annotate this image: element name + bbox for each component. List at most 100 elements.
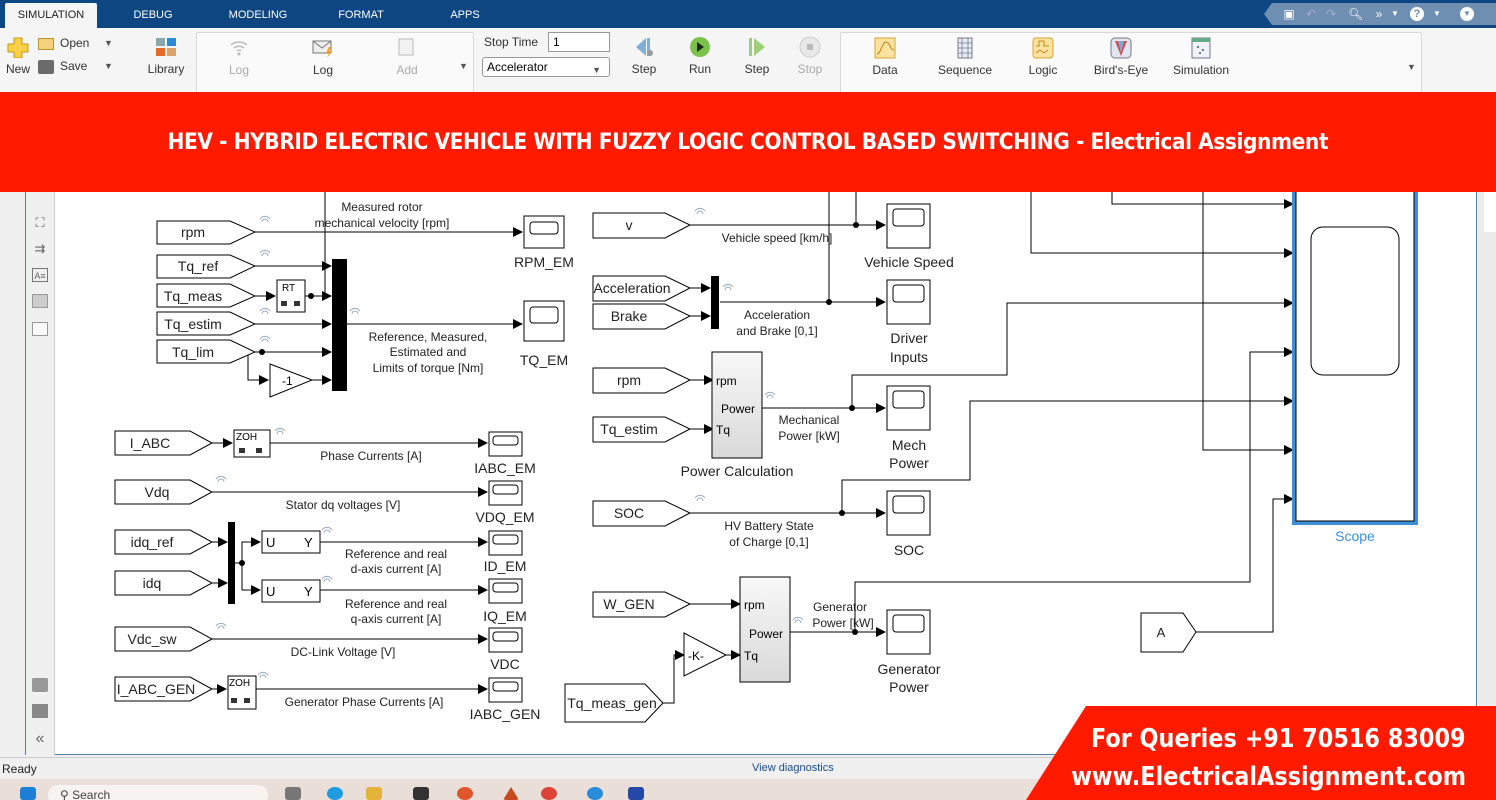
- scope-vdc[interactable]: [488, 627, 523, 653]
- redo-icon[interactable]: ↷: [1325, 7, 1337, 21]
- from-tag-rpm-2[interactable]: [592, 367, 692, 394]
- expand-icon[interactable]: ▼: [1460, 7, 1474, 21]
- add-viewer-button[interactable]: Add: [377, 37, 437, 77]
- scope-rpm-em[interactable]: [523, 215, 565, 249]
- save-icon[interactable]: ▣: [1283, 7, 1295, 21]
- recorder-icon[interactable]: [628, 787, 644, 800]
- gain-neg-one-block[interactable]: -1: [269, 363, 314, 398]
- data-inspector-button[interactable]: Data: [853, 37, 917, 77]
- step-back-button[interactable]: Step: [622, 36, 666, 76]
- help-icon[interactable]: ?: [1410, 7, 1424, 21]
- zoh-block-2[interactable]: ZOH: [227, 675, 257, 710]
- scope-vdq-em[interactable]: [488, 480, 523, 506]
- chevron-down-icon[interactable]: ▼: [1433, 9, 1441, 18]
- from-tag-rpm[interactable]: [156, 220, 257, 245]
- from-tag-idq[interactable]: [114, 570, 214, 596]
- log-events-button[interactable]: Log: [293, 37, 353, 77]
- model-data-icon[interactable]: [32, 704, 48, 718]
- stop-time-input[interactable]: 1: [548, 32, 610, 52]
- scope-tq-em[interactable]: [523, 300, 565, 342]
- scope-vehicle-speed[interactable]: [886, 203, 931, 249]
- scope-soc[interactable]: [886, 490, 931, 536]
- scope-driver-inputs[interactable]: [886, 279, 931, 325]
- more-icon[interactable]: »: [1375, 7, 1383, 21]
- from-tag-brake[interactable]: [592, 303, 692, 330]
- library-browser-button[interactable]: Library: [140, 36, 192, 76]
- model-canvas[interactable]: rpm Tq_ref Tq_meas Tq_estim Tq_lim I_ABC…: [55, 168, 1477, 755]
- stop-button[interactable]: Stop: [790, 36, 830, 76]
- from-tag-acceleration[interactable]: [592, 275, 692, 302]
- selector-block-d[interactable]: U Y: [261, 530, 321, 554]
- sequence-viewer-button[interactable]: Sequence: [931, 37, 999, 77]
- mail-icon[interactable]: [587, 787, 603, 800]
- undo-icon[interactable]: ↶: [1305, 7, 1317, 21]
- edge-icon[interactable]: [327, 787, 343, 800]
- annotation-icon[interactable]: A≡: [32, 268, 48, 282]
- view-diagnostics-link[interactable]: View diagnostics: [752, 762, 834, 774]
- collapse-icon[interactable]: «: [35, 730, 45, 747]
- camera-icon[interactable]: [32, 678, 48, 692]
- from-tag-soc[interactable]: [592, 500, 692, 527]
- from-tag-vdc-sw[interactable]: [114, 626, 214, 652]
- open-button[interactable]: Open▼: [38, 34, 113, 52]
- tab-debug[interactable]: DEBUG: [133, 9, 173, 21]
- area-icon[interactable]: [32, 322, 48, 336]
- taskbar-search[interactable]: ⚲ Search: [48, 785, 268, 800]
- from-tag-tq-meas[interactable]: [156, 283, 257, 308]
- from-tag-tq-ref[interactable]: [156, 254, 257, 279]
- tab-apps[interactable]: APPS: [450, 9, 480, 21]
- from-tag-i-abc[interactable]: [114, 430, 214, 456]
- from-tag-v[interactable]: [592, 212, 692, 239]
- chevron-down-icon[interactable]: ▼: [1407, 62, 1416, 72]
- tab-simulation[interactable]: SIMULATION: [5, 3, 97, 28]
- run-button[interactable]: Run: [680, 36, 720, 76]
- chevron-down-icon[interactable]: ▼: [104, 61, 113, 71]
- from-tag-a[interactable]: [1140, 612, 1197, 653]
- scope-mech-power[interactable]: [886, 385, 931, 431]
- from-tag-i-abc-gen[interactable]: [114, 676, 214, 702]
- fit-to-view-icon[interactable]: ⛶: [35, 215, 45, 230]
- selector-block-q[interactable]: U Y: [261, 579, 321, 603]
- tab-modeling[interactable]: MODELING: [228, 9, 288, 21]
- zoh-block-1[interactable]: ZOH: [233, 429, 271, 458]
- chevron-down-icon[interactable]: ▼: [459, 61, 468, 71]
- logic-analyzer-button[interactable]: Logic: [1013, 37, 1073, 77]
- from-tag-vdq[interactable]: [114, 479, 214, 505]
- gain-k-block[interactable]: -K-: [683, 632, 728, 677]
- scope-id-em[interactable]: [488, 530, 523, 556]
- matlab-icon[interactable]: [503, 787, 519, 800]
- new-button[interactable]: New: [4, 36, 32, 76]
- simulation-manager-button[interactable]: Simulation: [1167, 37, 1235, 77]
- property-inspector-tab[interactable]: [1484, 192, 1496, 232]
- image-icon[interactable]: [32, 294, 48, 308]
- chevron-down-icon[interactable]: ▼: [1391, 9, 1399, 18]
- mux-torque[interactable]: [332, 259, 347, 391]
- file-explorer-icon[interactable]: [366, 787, 382, 800]
- scope-generator-power[interactable]: [886, 609, 931, 655]
- from-tag-tq-estim-2[interactable]: [592, 416, 692, 443]
- generator-power-block[interactable]: rpm Power Tq: [739, 576, 791, 683]
- rate-transition-block[interactable]: RT: [276, 279, 306, 313]
- power-calculation-block[interactable]: rpm Power Tq: [711, 351, 763, 459]
- arrows-icon[interactable]: ⇉: [34, 241, 46, 256]
- scope-iabc-gen[interactable]: [488, 677, 523, 703]
- scope-iabc-em[interactable]: [488, 431, 523, 457]
- from-tag-tq-meas-gen[interactable]: [564, 683, 664, 723]
- brave-icon[interactable]: [457, 787, 473, 800]
- simulation-mode-select[interactable]: Accelerator ▼: [482, 57, 610, 77]
- task-view-icon[interactable]: [285, 787, 301, 800]
- chevron-down-icon[interactable]: ▼: [104, 38, 113, 48]
- mux-driver[interactable]: [711, 276, 719, 329]
- log-signals-button[interactable]: Log: [209, 37, 269, 77]
- terminal-icon[interactable]: [413, 787, 429, 800]
- from-tag-tq-estim[interactable]: [156, 311, 257, 336]
- main-scope-block[interactable]: [1292, 168, 1418, 525]
- mux-idq[interactable]: [228, 522, 235, 604]
- chrome-icon[interactable]: [541, 787, 557, 800]
- birds-eye-scope-button[interactable]: Bird's-Eye: [1087, 37, 1155, 77]
- from-tag-idq-ref[interactable]: [114, 529, 214, 555]
- scope-iq-em[interactable]: [488, 578, 523, 604]
- tab-format[interactable]: FORMAT: [338, 9, 384, 21]
- from-tag-tq-lim[interactable]: [156, 339, 257, 364]
- step-forward-button[interactable]: Step: [734, 36, 780, 76]
